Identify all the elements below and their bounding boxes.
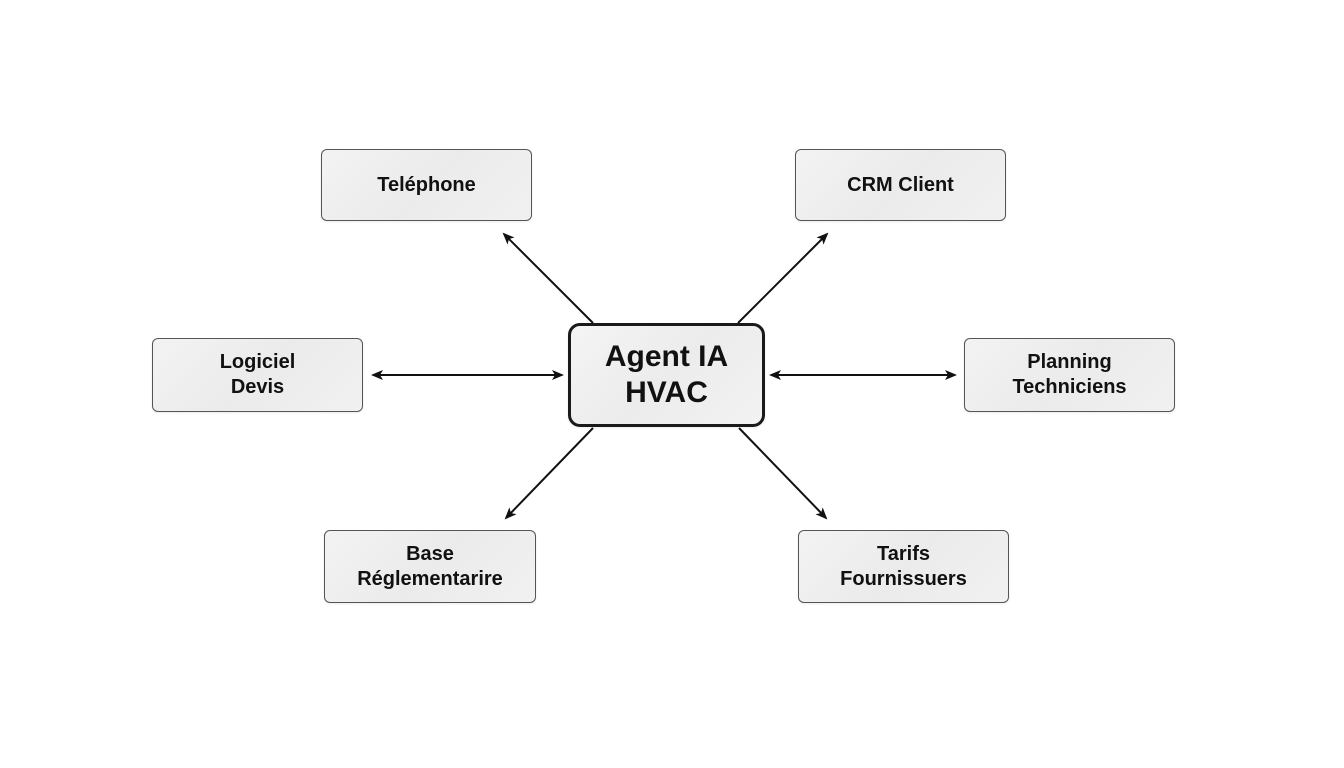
arrow-center-to-telephone xyxy=(502,232,594,324)
arrow-center-to-base xyxy=(504,427,594,520)
center-node-line-2: HVAC xyxy=(625,376,708,409)
node-crm-client: CRM Client xyxy=(795,149,1006,221)
node-base-reglementaire: Base Réglementarire xyxy=(324,530,536,603)
arrow-center-to-tarifs xyxy=(738,427,828,520)
node-logiciel-devis-line-1: Logiciel xyxy=(219,351,296,373)
node-planning-techniciens-line-1: Planning xyxy=(1027,351,1112,373)
node-logiciel-devis: Logiciel Devis xyxy=(152,338,363,412)
node-base-reglementaire-line-2: Réglementarire xyxy=(357,567,503,590)
node-tarifs-fournisseurs: Tarifs Fournissuers xyxy=(798,530,1009,603)
node-planning-techniciens-line-2: Techniciens xyxy=(1012,376,1127,398)
connector-arrows xyxy=(371,232,957,520)
node-base-reglementaire-line-1: Base xyxy=(406,542,454,565)
node-crm-client-label: CRM Client xyxy=(847,173,954,196)
arrow-center-to-crm xyxy=(737,232,829,324)
node-tarifs-fournisseurs-line-1: Tarifs xyxy=(877,542,930,565)
node-logiciel-devis-line-2: Devis xyxy=(230,376,285,398)
node-telephone: Teléphone xyxy=(321,149,532,221)
center-node-line-1: Agent IA xyxy=(604,340,729,373)
center-node-agent-ia-hvac: Agent IA HVAC xyxy=(568,323,765,427)
node-tarifs-fournisseurs-line-2: Fournissuers xyxy=(840,567,967,590)
node-telephone-label: Teléphone xyxy=(377,173,476,196)
node-planning-techniciens: Planning Techniciens xyxy=(964,338,1175,412)
